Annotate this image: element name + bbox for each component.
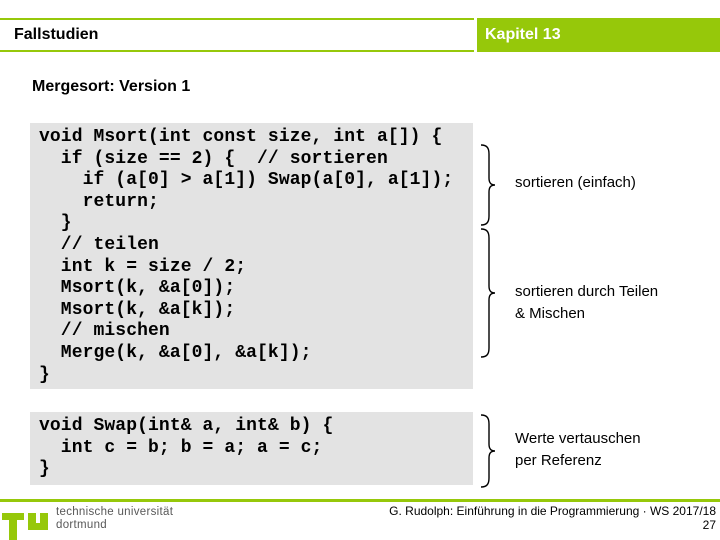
- code-line: // teilen: [39, 234, 159, 255]
- code-line: // mischen: [39, 321, 170, 342]
- curly-brace-icon: [480, 414, 496, 488]
- annotation-sort-simple: sortieren (einfach): [515, 172, 636, 194]
- code-block-swap: void Swap(int& a, int& b) { int c = b; b…: [30, 412, 473, 485]
- annotation-swap-reference: Werte vertauschen per Referenz: [515, 428, 641, 472]
- code-line: int k = size / 2;: [39, 256, 247, 277]
- header-section: Fallstudien: [0, 18, 474, 52]
- annotation-line: per Referenz: [515, 452, 602, 469]
- annotation-divide-merge: sortieren durch Teilen & Mischen: [515, 281, 658, 325]
- code-line: }: [39, 213, 72, 234]
- code-line: if (a[0] > a[1]) Swap(a[0], a[1]);: [39, 170, 454, 191]
- code-line: int c = b; b = a; a = c;: [39, 437, 323, 458]
- code-line: void Msort(int const size, int a[]) {: [39, 127, 443, 147]
- annotation-line: & Mischen: [515, 305, 586, 322]
- header-chapter: Kapitel 13: [477, 18, 720, 52]
- code-line: void Swap(int& a, int& b) {: [39, 416, 334, 436]
- university-name: technische universität dortmund: [56, 506, 173, 532]
- university-name-line: technische universität: [56, 506, 174, 518]
- header-chapter-label: Kapitel 13: [485, 26, 561, 43]
- code-line: Msort(k, &a[k]);: [39, 299, 236, 320]
- code-block-msort: void Msort(int const size, int a[]) { if…: [30, 123, 473, 389]
- header-section-label: Fallstudien: [14, 26, 99, 43]
- tu-dortmund-logo-icon: [2, 513, 48, 540]
- footer-credit: G. Rudolph: Einführung in die Programmie…: [389, 504, 716, 532]
- annotation-line: sortieren (einfach): [515, 174, 636, 191]
- code-line: if (size == 2) { // sortieren: [39, 148, 388, 169]
- annotation-line: Werte vertauschen: [515, 430, 641, 447]
- curly-brace-icon: [480, 144, 496, 226]
- university-name-line: dortmund: [56, 519, 107, 531]
- annotation-line: sortieren durch Teilen: [515, 283, 659, 300]
- curly-brace-icon: [480, 228, 496, 358]
- code-line: return;: [39, 191, 159, 212]
- page-number: 27: [702, 518, 716, 532]
- footer-divider: [0, 499, 720, 502]
- code-line: }: [39, 459, 50, 480]
- code-line: Merge(k, &a[0], &a[k]);: [39, 342, 312, 363]
- code-line: Msort(k, &a[0]);: [39, 278, 236, 299]
- credit-text: G. Rudolph: Einführung in die Programmie…: [389, 504, 716, 518]
- page-title: Mergesort: Version 1: [32, 78, 191, 95]
- code-line: }: [39, 364, 50, 385]
